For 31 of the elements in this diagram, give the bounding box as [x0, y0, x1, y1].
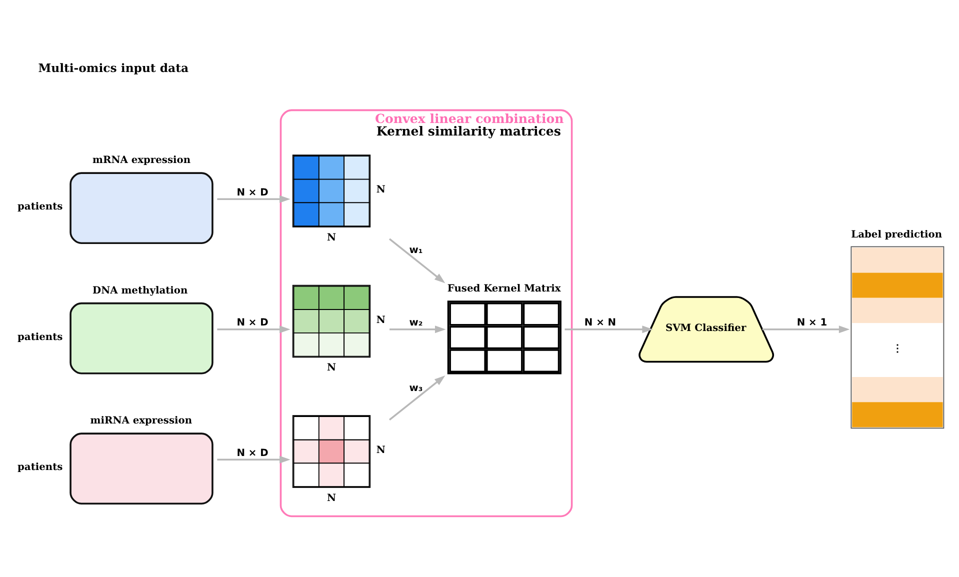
- edge-label: w₃: [409, 383, 423, 394]
- node-label: N: [376, 445, 386, 456]
- node-label: patients: [18, 202, 63, 213]
- arrow: [390, 326, 446, 334]
- node-label: N: [327, 362, 336, 374]
- node-label: mRNA expression: [92, 155, 191, 166]
- arrow: [564, 326, 653, 334]
- node-label: Label prediction: [851, 230, 942, 241]
- node-label: DNA methylation: [92, 285, 188, 296]
- node-label: Fused Kernel Matrix: [447, 283, 561, 294]
- node-label: N: [327, 232, 336, 244]
- edge-label: N × N: [584, 318, 616, 329]
- node-label: patients: [18, 332, 63, 343]
- arrow: [217, 456, 290, 464]
- edge-label: N × D: [236, 318, 268, 329]
- edge-label: w₁: [409, 244, 423, 256]
- edge-label: w₂: [409, 318, 423, 329]
- edge-label: N × D: [236, 187, 268, 198]
- node-label: N: [327, 492, 336, 504]
- arrow: [388, 238, 446, 284]
- node-label: N: [376, 184, 386, 196]
- node-label: N: [376, 314, 386, 326]
- node-label: patients: [18, 462, 63, 474]
- edge-label: N × D: [236, 448, 268, 459]
- arrow: [217, 195, 290, 203]
- arrow: [762, 326, 850, 334]
- label: Multi-omics input data: [38, 60, 189, 75]
- node-label: miRNA expression: [90, 416, 192, 427]
- edge-label: N × 1: [796, 318, 828, 329]
- arrow: [388, 375, 446, 421]
- arrow: [217, 326, 290, 334]
